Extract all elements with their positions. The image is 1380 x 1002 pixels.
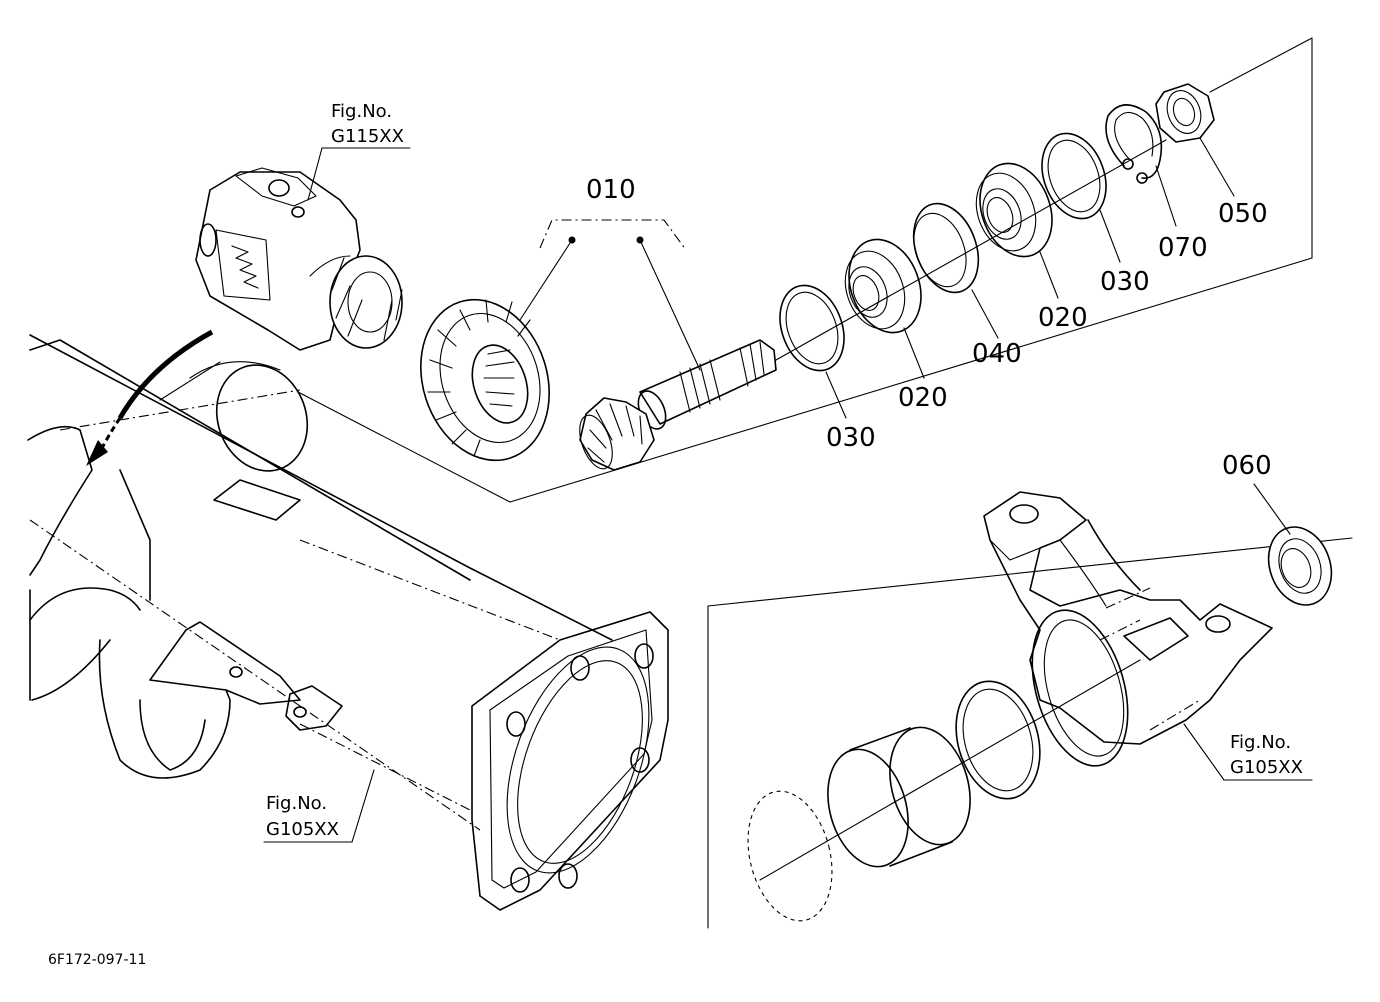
sleeve-and-rings [747, 659, 1141, 922]
seal-ring-030-upper [1041, 132, 1107, 220]
shaft-axis-line [775, 139, 1167, 361]
fig-ref-bottom-left-line1: Fig.No. [266, 793, 327, 814]
ball-bearing-020-lower [844, 238, 922, 334]
part-label-060: 060 [1222, 451, 1272, 481]
assembly-arrow [86, 329, 214, 466]
axle-housing [27, 334, 669, 911]
part-label-020-upper: 020 [1038, 303, 1088, 333]
fig-ref-bottom-left-line2: G105XX [266, 819, 339, 840]
part-label-050: 050 [1218, 199, 1268, 229]
leader-lines [263, 137, 1313, 843]
lock-nut-050 [1155, 83, 1215, 143]
frame-lines [297, 37, 1353, 929]
circlip-070 [1105, 104, 1163, 184]
part-label-020-lower: 020 [898, 383, 948, 413]
labels: Fig.No. G115XX Fig.No. G105XX Fig.No. G1… [48, 101, 1303, 968]
part-label-030-upper: 030 [1100, 267, 1150, 297]
oil-seal-060 [1267, 526, 1333, 606]
fig-ref-bottom-right-line1: Fig.No. [1230, 732, 1291, 753]
pinion-shaft [579, 339, 777, 471]
diagram-code: 6F172-097-11 [48, 952, 146, 968]
fig-ref-bottom-right-line2: G105XX [1230, 757, 1303, 778]
gear-case-support [983, 491, 1273, 767]
part-label-010: 010 [586, 175, 636, 205]
seal-ring-030-shaft [779, 284, 845, 372]
part-label-030-shaft: 030 [826, 423, 876, 453]
fig-ref-top-line1: Fig.No. [331, 101, 392, 122]
part-label-070: 070 [1158, 233, 1208, 263]
differential-case [195, 167, 403, 351]
bevel-ring-gear [420, 298, 550, 462]
ball-bearing-020-upper [975, 162, 1053, 258]
collar-040 [912, 202, 980, 294]
part-label-040: 040 [972, 339, 1022, 369]
fig-ref-top-line2: G115XX [331, 126, 404, 147]
